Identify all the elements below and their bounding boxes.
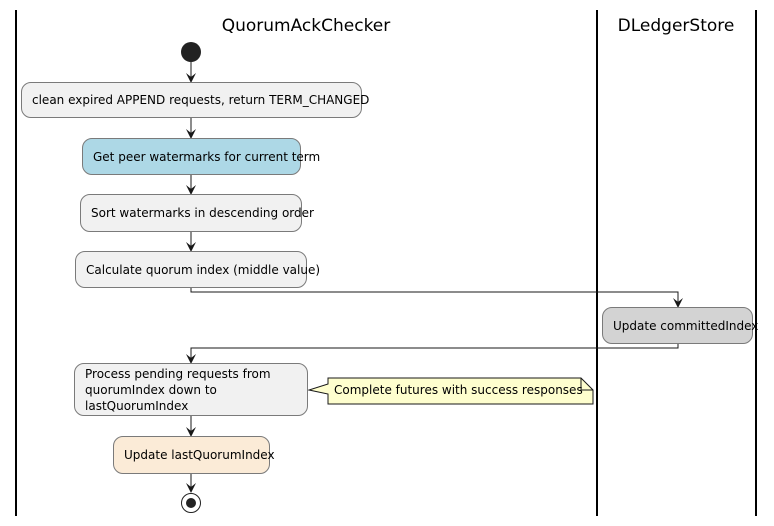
activity-label: Calculate quorum index (middle value) (86, 262, 321, 277)
activity-update-last-quorum-index: Update lastQuorumIndex (113, 436, 275, 474)
activity-update-committed-index: Update committedIndex (602, 307, 758, 344)
edge-update-committed-to-process (186, 344, 679, 364)
activity-get-peer-watermarks: Get peer watermarks for current term (82, 138, 320, 175)
lane-title-quorum-ack-checker: QuorumAckChecker (221, 16, 391, 36)
activity-label: Sort watermarks in descending order (91, 206, 314, 220)
edge-calc-to-update-committed (190, 288, 683, 308)
note-complete-futures: Complete futures with success responses (334, 383, 583, 397)
lane-title-dledger-store: DLedgerStore (617, 16, 735, 36)
lane-border-right (755, 10, 757, 516)
start-node (181, 42, 201, 62)
activity-label: Process pending requests from quorumInde… (85, 366, 271, 413)
lane-border-left (15, 10, 17, 516)
activity-label: Get peer watermarks for current term (93, 149, 321, 164)
activity-label: clean expired APPEND requests, return TE… (32, 93, 370, 107)
activity-sort-watermarks: Sort watermarks in descending order (80, 194, 314, 232)
lane-border-middle (596, 10, 598, 516)
activity-calculate-quorum-index: Calculate quorum index (middle value) (75, 251, 320, 288)
activity-label: Update committedIndex (613, 318, 759, 333)
activity-process-pending-requests: Process pending requests from quorumInde… (74, 363, 308, 416)
activity-label: Update lastQuorumIndex (124, 448, 275, 462)
activity-clean-expired: clean expired APPEND requests, return TE… (21, 82, 369, 118)
end-node (181, 493, 201, 513)
